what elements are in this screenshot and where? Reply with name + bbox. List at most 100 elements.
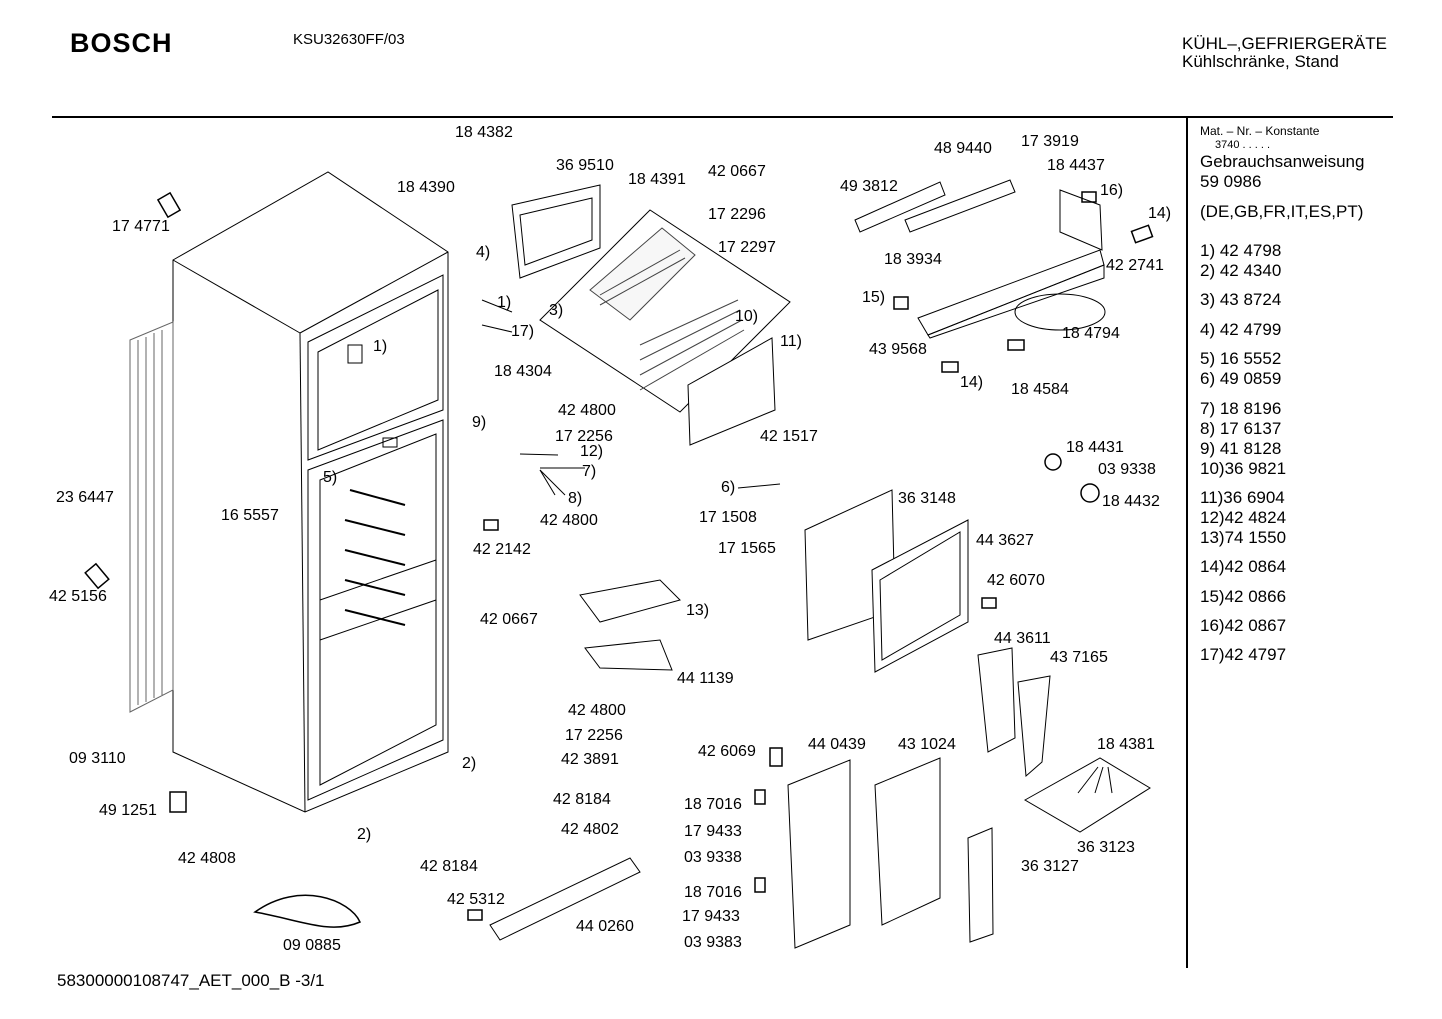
part-label: 42 5312 bbox=[447, 891, 505, 908]
part-label: 12) bbox=[580, 443, 604, 460]
freezer-frame bbox=[511, 184, 601, 279]
part-label: 18 7016 bbox=[684, 796, 742, 813]
part-label: 18 4584 bbox=[1011, 381, 1069, 398]
part-label: 11) bbox=[780, 333, 802, 350]
part-label: 09 3110 bbox=[69, 750, 126, 767]
part-label: 17 4771 bbox=[112, 218, 170, 235]
part-label: 10) bbox=[735, 308, 759, 325]
part-label: 36 3127 bbox=[1021, 858, 1079, 875]
languages: (DE,GB,FR,IT,ES,PT) bbox=[1200, 202, 1364, 221]
legend-item: 15)42 0866 bbox=[1200, 587, 1287, 606]
part-label: 17 2256 bbox=[565, 727, 623, 744]
part-label: 17 2297 bbox=[718, 239, 776, 256]
part-label: 18 7016 bbox=[684, 884, 742, 901]
part-label: 18 4304 bbox=[494, 363, 552, 380]
manual-number: 59 0986 bbox=[1200, 172, 1262, 191]
part-label: 18 4390 bbox=[397, 179, 455, 196]
small-parts bbox=[84, 191, 1154, 928]
door-bins bbox=[787, 647, 1151, 949]
part-label: 44 0439 bbox=[808, 736, 866, 753]
part-label: 03 9338 bbox=[684, 849, 742, 866]
part-label: 14) bbox=[960, 374, 984, 391]
mat-number-label: Mat. – Nr. – Konstante bbox=[1200, 124, 1320, 138]
part-label: 42 3891 bbox=[561, 751, 619, 768]
part-label: 16) bbox=[1100, 182, 1124, 199]
fridge-cabinet bbox=[172, 171, 449, 813]
part-label: 18 3934 bbox=[884, 251, 942, 268]
part-label: 8) bbox=[568, 490, 583, 507]
part-label: 42 2741 bbox=[1106, 257, 1164, 274]
part-label: 03 9383 bbox=[684, 934, 742, 951]
part-label: 44 0260 bbox=[576, 918, 634, 935]
part-label: 2) bbox=[357, 826, 372, 843]
part-label: 36 9510 bbox=[556, 157, 614, 174]
part-label: 44 1139 bbox=[677, 670, 734, 687]
brand-logo: BOSCH bbox=[70, 28, 173, 58]
model-number: KSU32630FF/03 bbox=[293, 31, 405, 48]
part-label: 03 9338 bbox=[1098, 461, 1156, 478]
part-label: 42 5156 bbox=[49, 588, 107, 605]
part-label: 42 0667 bbox=[708, 163, 766, 180]
part-label: 16 5557 bbox=[221, 507, 279, 524]
part-label: 43 1024 bbox=[898, 736, 956, 753]
legend-item: 12)42 4824 bbox=[1200, 508, 1287, 527]
part-label: 42 8184 bbox=[553, 791, 611, 808]
part-label: 18 4391 bbox=[628, 171, 686, 188]
part-label: 44 3611 bbox=[994, 630, 1051, 647]
part-label: 44 3627 bbox=[976, 532, 1034, 549]
part-label: 5) bbox=[323, 469, 338, 486]
legend-item: 14)42 0864 bbox=[1200, 557, 1287, 576]
part-label: 1) bbox=[373, 338, 388, 355]
part-label: 18 4431 bbox=[1066, 439, 1124, 456]
part-label: 42 4800 bbox=[540, 512, 598, 529]
condenser-grid bbox=[129, 321, 174, 713]
part-label: 6) bbox=[721, 479, 736, 496]
part-label: 43 9568 bbox=[869, 341, 927, 358]
cover-plate bbox=[687, 337, 776, 446]
legend-item: 9) 41 8128 bbox=[1200, 439, 1282, 458]
part-label: 42 6069 bbox=[698, 743, 756, 760]
part-label: 18 4794 bbox=[1062, 325, 1120, 342]
part-label: 49 1251 bbox=[99, 802, 157, 819]
part-label: 18 4381 bbox=[1097, 736, 1155, 753]
part-label: 43 7165 bbox=[1050, 649, 1108, 666]
crisper-parts bbox=[489, 579, 681, 941]
legend-item: 17)42 4797 bbox=[1200, 645, 1287, 664]
part-label: 13) bbox=[686, 602, 710, 619]
fan-duct bbox=[804, 489, 969, 673]
part-label: 17 1508 bbox=[699, 509, 757, 526]
leader-lines bbox=[481, 299, 1113, 794]
legend-item: 5) 16 5552 bbox=[1200, 349, 1282, 368]
part-label: 9) bbox=[472, 414, 487, 431]
part-label: 14) bbox=[1148, 205, 1172, 222]
sidebar-divider bbox=[1186, 118, 1188, 968]
part-label: 17 9433 bbox=[684, 823, 742, 840]
part-label: 17 9433 bbox=[682, 908, 740, 925]
evaporator bbox=[539, 209, 791, 413]
part-label: 42 4802 bbox=[561, 821, 619, 838]
header-divider bbox=[52, 116, 1393, 118]
part-label: 36 3123 bbox=[1077, 839, 1135, 856]
part-label: 36 3148 bbox=[898, 490, 956, 507]
part-label: 3) bbox=[549, 302, 564, 319]
legend-item: 6) 49 0859 bbox=[1200, 369, 1282, 388]
category-subtitle: Kühlschränke, Stand bbox=[1182, 52, 1339, 71]
part-label: 18 4437 bbox=[1047, 157, 1105, 174]
legend-item: 1) 42 4798 bbox=[1200, 241, 1282, 260]
legend-item: 2) 42 4340 bbox=[1200, 261, 1282, 280]
part-label: 17 1565 bbox=[718, 540, 776, 557]
legend-item: 10)36 9821 bbox=[1200, 459, 1287, 478]
part-label: 42 4800 bbox=[558, 402, 616, 419]
part-label: 4) bbox=[476, 244, 491, 261]
category-title: KÜHL–,GEFRIERGERÄTE bbox=[1182, 34, 1387, 53]
control-panel bbox=[854, 179, 1106, 339]
part-label: 15) bbox=[862, 289, 886, 306]
part-label: 09 0885 bbox=[283, 937, 341, 954]
part-label: 2) bbox=[462, 755, 477, 772]
part-label: 23 6447 bbox=[56, 489, 114, 506]
part-label: 18 4382 bbox=[455, 124, 513, 141]
part-label: 42 0667 bbox=[480, 611, 538, 628]
part-label: 42 6070 bbox=[987, 572, 1045, 589]
part-label: 18 4432 bbox=[1102, 493, 1160, 510]
